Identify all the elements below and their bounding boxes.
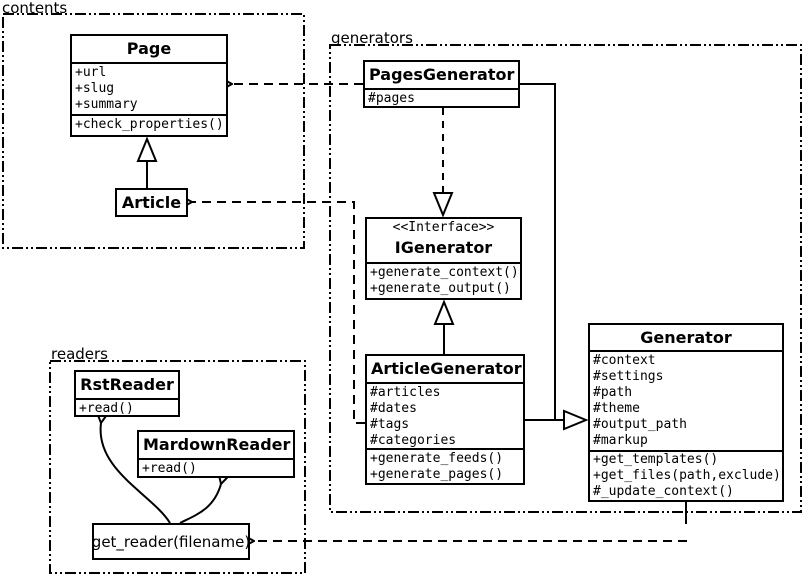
edge-getreader-to-mardownreader: [179, 484, 221, 524]
class-box-pagesgenerator: PagesGenerator #pages: [363, 60, 520, 108]
package-border-generators: [329, 44, 802, 513]
attribute: #context: [593, 353, 656, 368]
class-name-articlegenerator: ArticleGenerator: [367, 356, 523, 384]
class-methods-generator: +get_templates() +get_files(path,exclude…: [590, 452, 782, 500]
package-label-readers: readers: [51, 345, 108, 363]
attribute: #path: [593, 385, 633, 400]
attribute: +slug: [75, 81, 115, 96]
node-box-getreader: get_reader(filename): [92, 523, 250, 560]
class-attributes-pagesgenerator: #pages: [365, 90, 518, 106]
edge-pagesgenerator-to-generator-inheritance: [520, 83, 589, 431]
class-name-page: Page: [72, 36, 226, 64]
class-name-generator: Generator: [590, 325, 782, 352]
class-attributes-generator: #context #settings #path #theme #output_…: [590, 352, 782, 452]
class-methods-page: +check_properties(): [72, 116, 226, 135]
attribute: #markup: [593, 433, 648, 448]
attribute: #articles: [370, 385, 441, 400]
class-methods-igenerator: +generate_context() +generate_output(): [367, 264, 520, 298]
edge-getreader-to-rstreader: [101, 423, 171, 524]
package-label-contents: contents: [2, 0, 68, 17]
attribute: #output_path: [593, 417, 687, 432]
package-label-generators: generators: [331, 29, 413, 47]
class-box-igenerator: <<Interface>> IGenerator +generate_conte…: [365, 217, 522, 300]
attribute: #tags: [370, 417, 410, 432]
method: #_update_context(): [593, 484, 734, 499]
class-attributes-page: +url +slug +summary: [72, 64, 226, 116]
method: +generate_feeds(): [370, 451, 504, 466]
class-methods-articlegenerator: +generate_feeds() +generate_pages(): [367, 450, 523, 483]
method: +read(): [79, 401, 134, 415]
package-border-contents: [2, 13, 305, 249]
attribute: +url: [75, 65, 107, 80]
class-box-generator: Generator #context #settings #path #them…: [588, 323, 784, 502]
method: +generate_context(): [370, 265, 519, 280]
node-label-getreader: get_reader(filename): [94, 532, 248, 551]
attribute: #categories: [370, 433, 457, 448]
class-methods-rstreader: +read(): [76, 400, 178, 415]
class-methods-mardownreader: +read(): [139, 460, 293, 476]
method: +generate_pages(): [370, 467, 504, 482]
method: +get_files(path,exclude): [593, 468, 781, 483]
method: +check_properties(): [75, 117, 224, 132]
method: +read(): [142, 461, 197, 476]
class-name-igenerator: <<Interface>> IGenerator: [367, 219, 520, 264]
attribute: #settings: [593, 369, 664, 384]
class-box-page: Page +url +slug +summary +check_properti…: [70, 34, 228, 137]
attribute: #pages: [368, 91, 415, 106]
class-box-articlegenerator: ArticleGenerator #articles #dates #tags …: [365, 354, 525, 485]
class-box-mardownreader: MardownReader +read(): [137, 430, 295, 478]
attribute: #theme: [593, 401, 640, 416]
class-name-text-igenerator: IGenerator: [394, 238, 493, 257]
edge-articlegenerator-to-article-dependency: [192, 202, 365, 424]
method: +get_templates(): [593, 452, 719, 467]
class-box-rstreader: RstReader +read(): [74, 370, 180, 417]
attribute: +summary: [75, 97, 138, 112]
class-name-mardownreader: MardownReader: [139, 432, 293, 460]
class-attributes-articlegenerator: #articles #dates #tags #categories: [367, 384, 523, 450]
class-name-rstreader: RstReader: [76, 372, 178, 400]
class-name-article: Article: [121, 192, 182, 212]
package-border-readers: [49, 360, 306, 574]
class-name-pagesgenerator: PagesGenerator: [365, 62, 518, 90]
attribute: #dates: [370, 401, 417, 416]
method: +generate_output(): [370, 281, 511, 296]
class-stereotype-igenerator: <<Interface>>: [392, 220, 495, 235]
class-box-article: Article: [115, 188, 188, 217]
